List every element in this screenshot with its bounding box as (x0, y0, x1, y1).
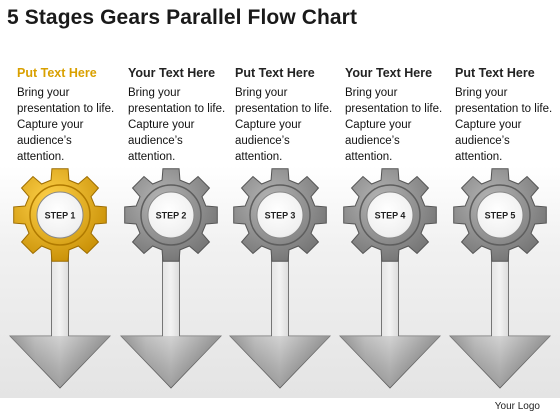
gear-hub (36, 191, 84, 239)
gear-ring (140, 184, 202, 246)
text-block-body: Bring your presentation to life. Capture… (455, 87, 553, 163)
step-label: STEP 4 (375, 211, 406, 221)
gear-hub (147, 191, 195, 239)
text-block-heading: Your Text Here (345, 66, 433, 80)
stage-2: STEP 2 (120, 168, 222, 389)
gear-hub (476, 191, 524, 239)
text-block-body: Bring your presentation to life. Capture… (128, 87, 226, 163)
logo-text: Your Logo (494, 401, 540, 412)
stage-5: STEP 5 (449, 168, 551, 389)
gear-hub (256, 191, 304, 239)
arrow-head-shade (450, 336, 550, 388)
arrow-head-shade (230, 336, 330, 388)
text-block-heading: Your Text Here (128, 66, 216, 80)
text-block-4: Your Text Here Bring your presentation t… (345, 66, 449, 165)
step-label: STEP 1 (45, 211, 76, 221)
stage-4: STEP 4 (339, 168, 441, 389)
arrow-head-shade (121, 336, 221, 388)
text-block-3: Put Text Here Bring your presentation to… (235, 66, 339, 165)
text-block-5: Put Text Here Bring your presentation to… (455, 66, 559, 165)
text-block-heading: Put Text Here (455, 66, 535, 80)
text-block-2: Your Text Here Bring your presentation t… (128, 66, 232, 165)
text-block-1: Put Text Here Bring your presentation to… (17, 66, 121, 165)
stage-3: STEP 3 (229, 168, 331, 389)
gear-ring (359, 184, 421, 246)
stage-1: STEP 1 (9, 168, 111, 389)
arrow-head-shade (340, 336, 440, 388)
gear-ring (469, 184, 531, 246)
step-label: STEP 2 (156, 211, 187, 221)
text-block-body: Bring your presentation to life. Capture… (17, 87, 115, 163)
text-block-heading: Put Text Here (235, 66, 315, 80)
gear-ring (249, 184, 311, 246)
gear-hub (366, 191, 414, 239)
gear-ring (29, 184, 91, 246)
step-label: STEP 3 (265, 211, 296, 221)
text-block-body: Bring your presentation to life. Capture… (235, 87, 333, 163)
step-label: STEP 5 (485, 211, 516, 221)
arrow-head-shade (10, 336, 110, 388)
text-block-body: Bring your presentation to life. Capture… (345, 87, 443, 163)
text-block-heading: Put Text Here (17, 66, 97, 80)
page-title: 5 Stages Gears Parallel Flow Chart (7, 6, 358, 29)
